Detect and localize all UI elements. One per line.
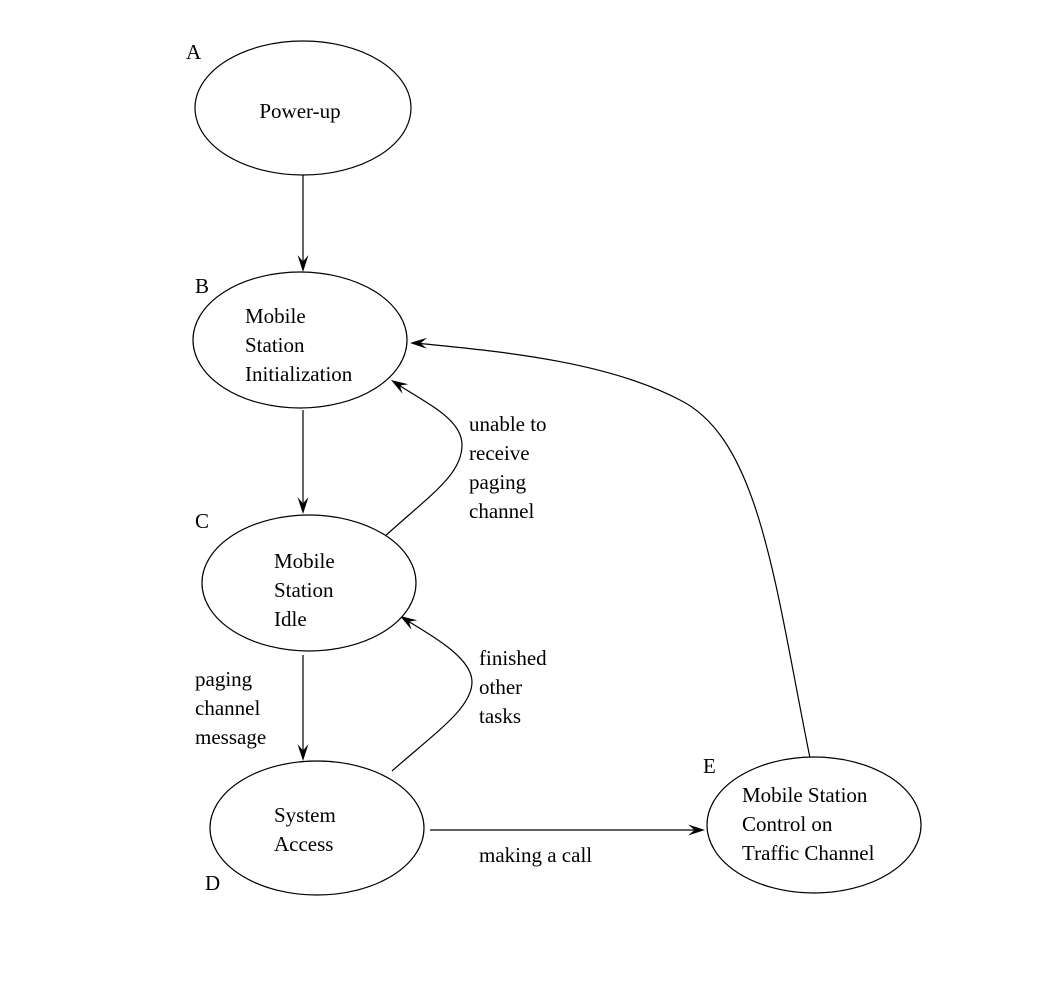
state-letter: B [195, 274, 209, 298]
labels-layer: unable to receive paging channel paging chann… [195, 412, 592, 867]
edge-label-line: unable to [469, 412, 547, 436]
state-ellipse [192, 271, 408, 409]
edge-label-line: paging [469, 470, 527, 494]
edge-label: paging channel message [195, 667, 266, 749]
state-ellipse [706, 756, 922, 894]
edge-label-line: making a call [479, 843, 592, 867]
arrowhead-icon [688, 824, 705, 836]
edge-label-line: paging [195, 667, 253, 691]
arrowhead-icon [391, 380, 409, 394]
edge-label-line: finished [479, 646, 547, 670]
edge-d-c [391, 616, 473, 772]
edge-line [382, 383, 463, 539]
edge-line [415, 342, 811, 759]
state-label-line: System [274, 803, 336, 827]
edge-d-e [430, 824, 705, 836]
state-label-line: Control on [742, 812, 833, 836]
edge-e-b [410, 337, 811, 759]
state-letter: D [205, 871, 220, 895]
edge-label: unable to receive paging channel [469, 412, 547, 523]
edge-line [391, 619, 473, 772]
state-letter: E [703, 754, 716, 778]
edge-label-line: channel [469, 499, 534, 523]
edge-label-line: channel [195, 696, 260, 720]
edge-label-line: receive [469, 441, 530, 465]
state-label-line: Station [274, 578, 334, 602]
arrowhead-icon [410, 337, 428, 349]
arrowhead-icon [297, 744, 309, 761]
edge-label: making a call [479, 843, 592, 867]
state-label-line: Mobile [245, 304, 306, 328]
state-label-line: Mobile [274, 549, 335, 573]
state-label-line: Station [245, 333, 305, 357]
edge-c-d [297, 655, 309, 761]
state-ellipse [209, 760, 425, 896]
arrowhead-icon [297, 255, 309, 272]
edge-label: finished other tasks [479, 646, 547, 728]
edge-b-c [297, 410, 309, 514]
edge-label-line: other [479, 675, 522, 699]
state-ellipse [201, 514, 417, 652]
state-label-line: Initialization [245, 362, 353, 386]
edge-label-line: message [195, 725, 266, 749]
edge-label-line: tasks [479, 704, 521, 728]
state-label-line: Power-up [259, 99, 340, 123]
state-label: Power-up [259, 99, 340, 123]
state-letter: C [195, 509, 209, 533]
state-label-line: Traffic Channel [742, 841, 875, 865]
edges-layer [297, 175, 811, 836]
state-label-line: Idle [274, 607, 307, 631]
edge-c-b [382, 380, 463, 539]
arrowhead-icon [297, 497, 309, 514]
state-label-line: Mobile Station [742, 783, 868, 807]
state-ellipse [194, 40, 412, 176]
state-label-line: Access [274, 832, 333, 856]
state-node-a: Power-up A [186, 40, 412, 176]
edge-a-b [297, 175, 309, 272]
state-letter: A [186, 40, 202, 64]
arrowhead-icon [400, 616, 418, 630]
